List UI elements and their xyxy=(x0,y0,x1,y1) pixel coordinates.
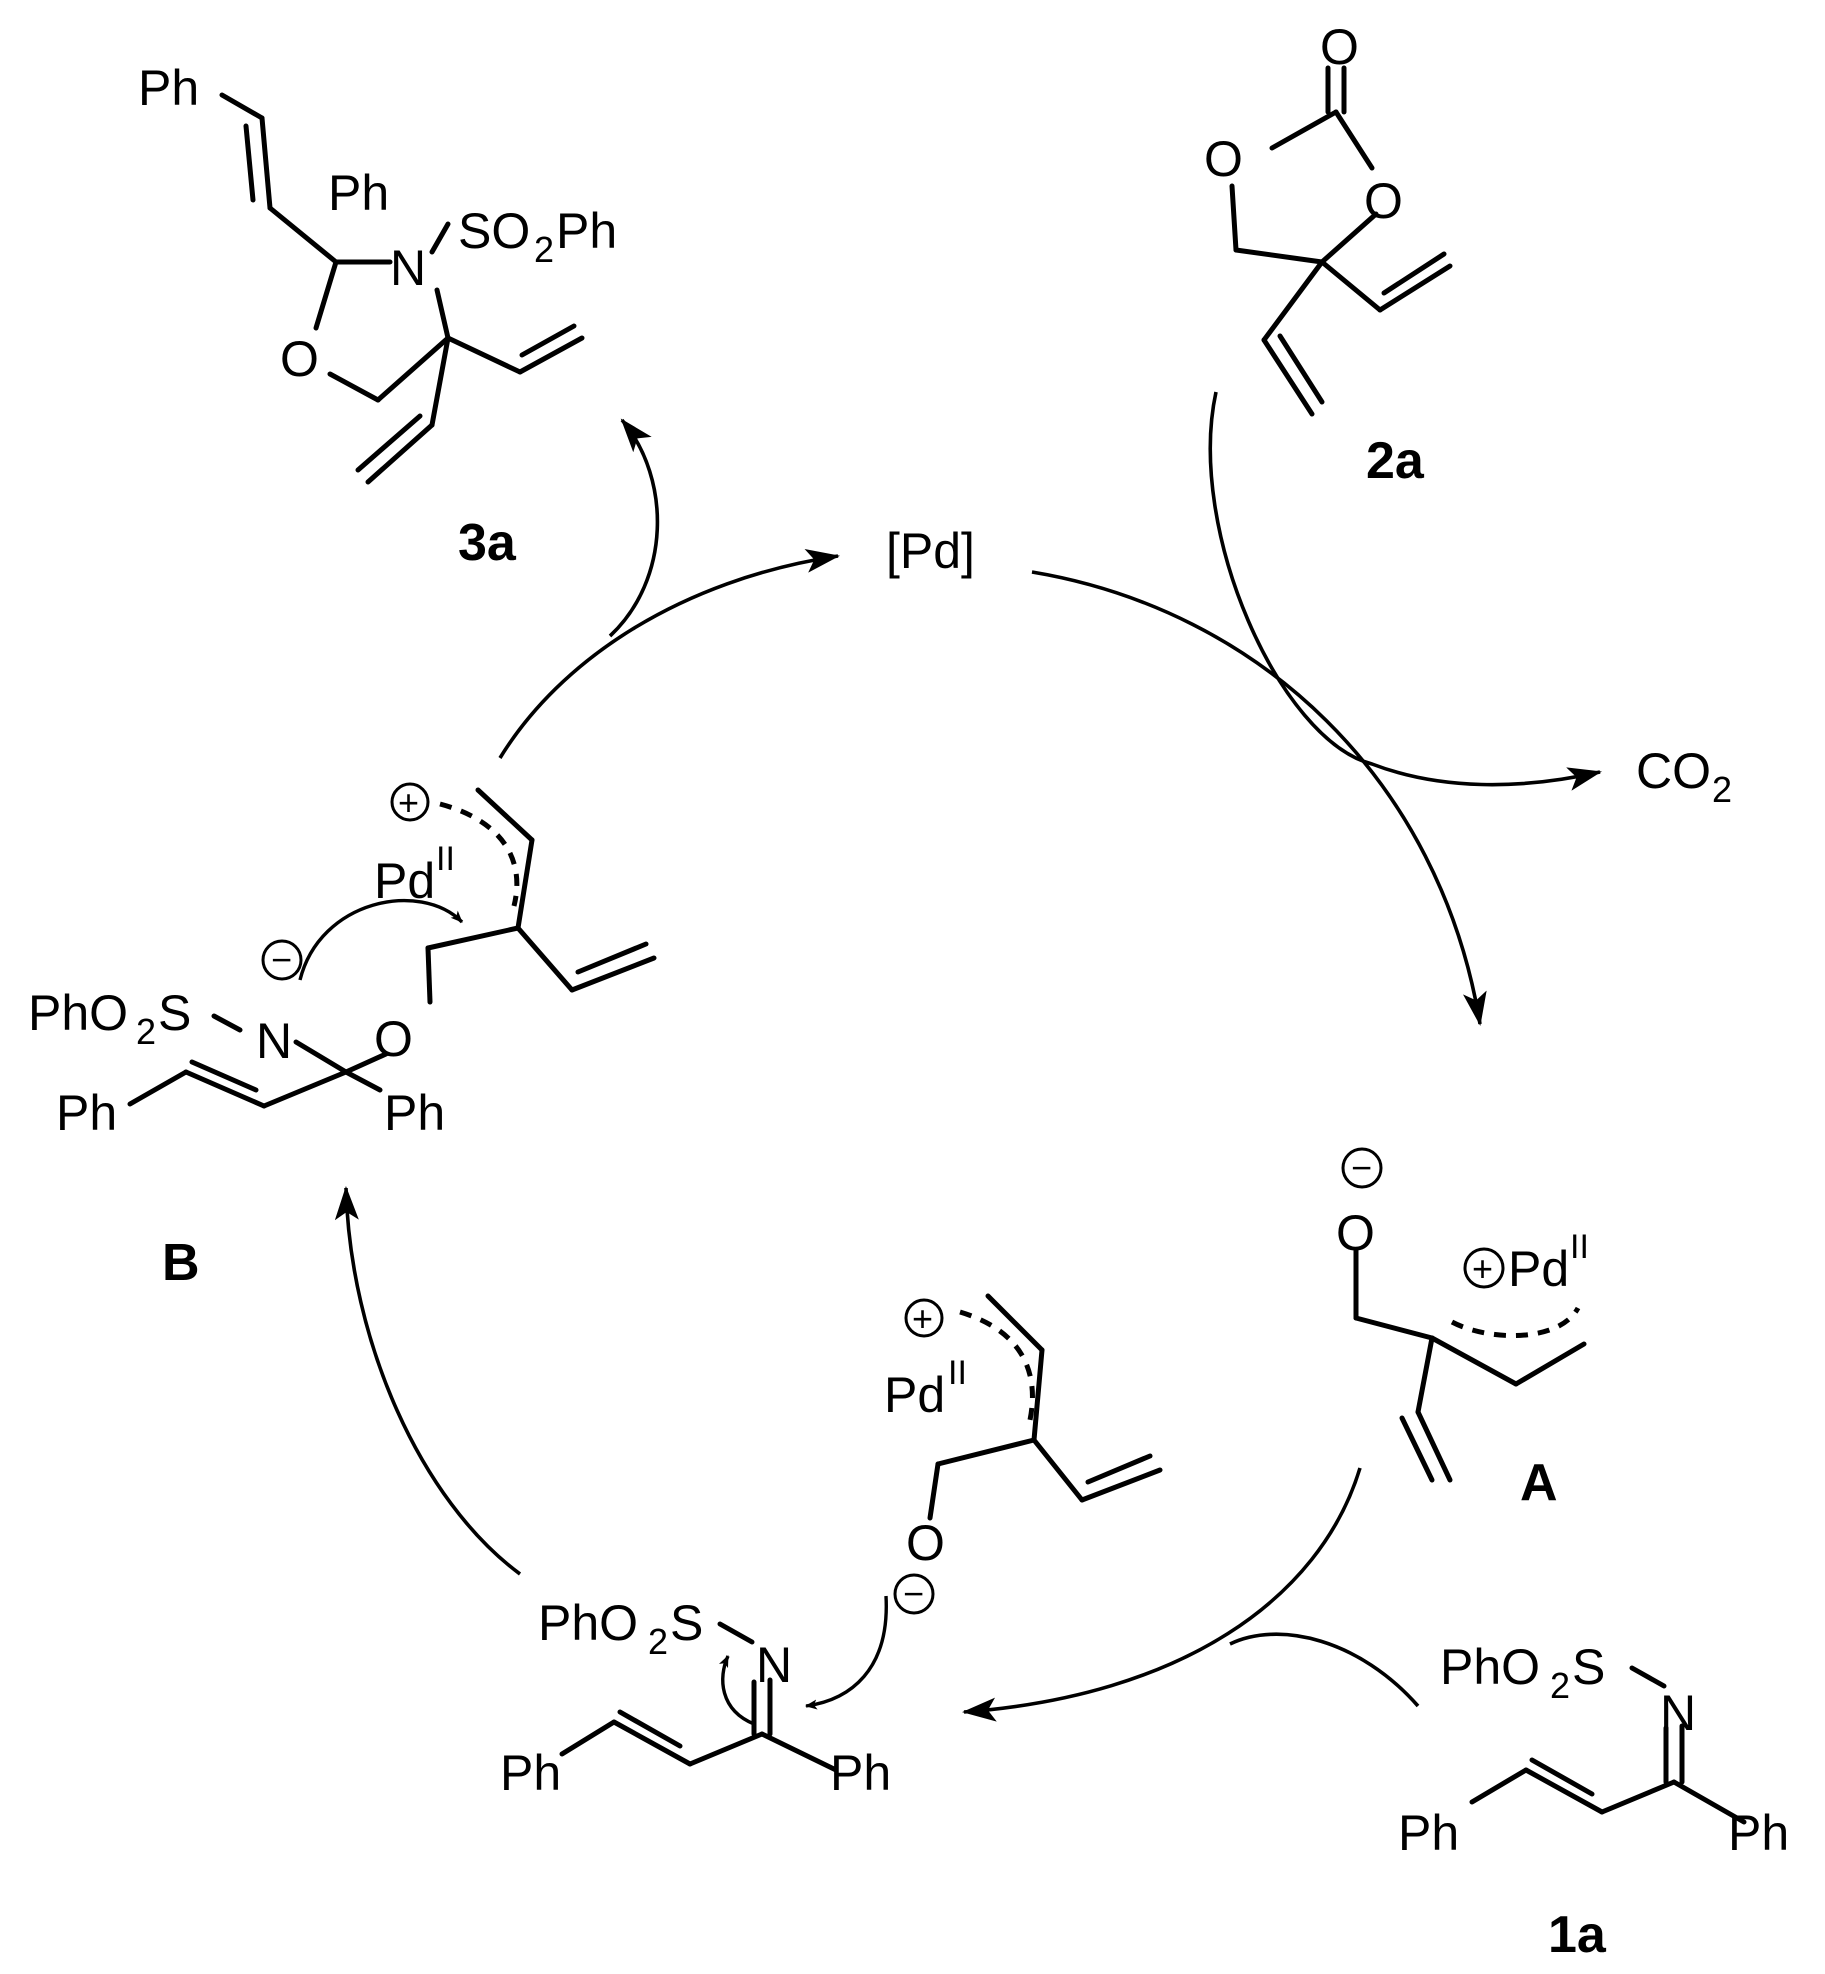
catalyst-pd-label: [Pd] xyxy=(886,523,975,579)
label-so2: SO xyxy=(458,203,530,259)
minus-charge-sign: − xyxy=(271,939,292,980)
arrow-pd-to-a xyxy=(1031,570,1487,1026)
label-o: O xyxy=(906,1515,945,1571)
subscript-2: 2 xyxy=(534,229,554,270)
curly-arrow-o-attack xyxy=(805,1595,888,1710)
compound-2a-label: 2a xyxy=(1366,432,1425,490)
intermediate-alkoxide-structure xyxy=(927,1293,1163,1521)
minus-charge-sign: − xyxy=(903,1573,924,1614)
plus-charge-icon xyxy=(390,782,430,822)
label-o: O xyxy=(374,1011,413,1067)
label-ph: Ph xyxy=(500,1745,561,1801)
co2-label: CO xyxy=(1636,743,1711,799)
label-s: S xyxy=(158,985,191,1041)
label-pd: Pd xyxy=(1508,1241,1569,1297)
subscript-2: 2 xyxy=(1712,769,1732,810)
arrow-2a-to-co2 xyxy=(1208,391,1602,791)
plus-charge-sign: + xyxy=(1472,1248,1493,1289)
label-n: N xyxy=(756,1637,792,1693)
imine-bottom-structure xyxy=(559,1621,839,1773)
compound-1a-label: 1a xyxy=(1548,1906,1607,1964)
label-n: N xyxy=(256,1013,292,1069)
label-pho2: PhO xyxy=(538,1595,638,1651)
label-ph: Ph xyxy=(56,1085,117,1141)
plus-charge-icon xyxy=(904,1298,944,1338)
label-s: S xyxy=(1572,1639,1605,1695)
label-o: O xyxy=(280,331,319,387)
label-ph: Ph xyxy=(138,60,199,116)
label-o: O xyxy=(1320,19,1359,75)
arrow-intermediate-to-b xyxy=(334,1186,522,1576)
label-o: O xyxy=(1336,1205,1375,1261)
label-n: N xyxy=(390,240,426,296)
label-s: S xyxy=(670,1595,703,1651)
label-ph: Ph xyxy=(1398,1805,1459,1861)
intermediate-a-structure xyxy=(1353,1247,1587,1483)
curly-arrow-n-attack xyxy=(298,899,464,981)
label-ph: Ph xyxy=(1728,1805,1789,1861)
minus-charge-icon xyxy=(893,1573,935,1615)
intermediate-b-structure xyxy=(127,787,657,1109)
label-pd: Pd xyxy=(884,1367,945,1423)
superscript-ii: II xyxy=(948,1354,967,1392)
arrow-b-to-pd xyxy=(498,548,840,759)
arrow-1a-in xyxy=(1229,1632,1420,1708)
label-n: N xyxy=(1660,1685,1696,1741)
label-ph: Ph xyxy=(328,165,389,221)
plus-charge-icon xyxy=(1463,1247,1505,1289)
label-o: O xyxy=(1204,131,1243,187)
subscript-2: 2 xyxy=(648,1621,668,1662)
minus-charge-icon xyxy=(261,939,303,981)
superscript-ii: II xyxy=(436,840,455,878)
compound-3a-label: 3a xyxy=(458,514,517,572)
curly-arrow-imine xyxy=(718,1655,755,1726)
arrow-to-3a xyxy=(608,418,660,638)
label-ph: Ph xyxy=(830,1745,891,1801)
arrow-a-to-intermediate xyxy=(962,1467,1362,1722)
compound-a-label: A xyxy=(1520,1454,1558,1512)
product-3a-structure xyxy=(219,92,585,485)
subscript-2: 2 xyxy=(136,1011,156,1052)
reactant-1a-structure xyxy=(1469,1665,1747,1825)
reactant-2a-structure xyxy=(1229,65,1453,417)
superscript-ii: II xyxy=(1570,1228,1589,1266)
plus-charge-sign: + xyxy=(912,1298,933,1339)
minus-charge-sign: − xyxy=(1351,1147,1372,1188)
label-pho2: PhO xyxy=(1440,1639,1540,1695)
label-pho2: PhO xyxy=(28,985,128,1041)
label-ph: Ph xyxy=(556,203,617,259)
compound-b-label: B xyxy=(162,1234,200,1292)
label-o: O xyxy=(1364,173,1403,229)
subscript-2: 2 xyxy=(1550,1665,1570,1706)
label-ph: Ph xyxy=(384,1085,445,1141)
minus-charge-icon xyxy=(1341,1147,1383,1189)
plus-charge-sign: + xyxy=(398,782,419,823)
